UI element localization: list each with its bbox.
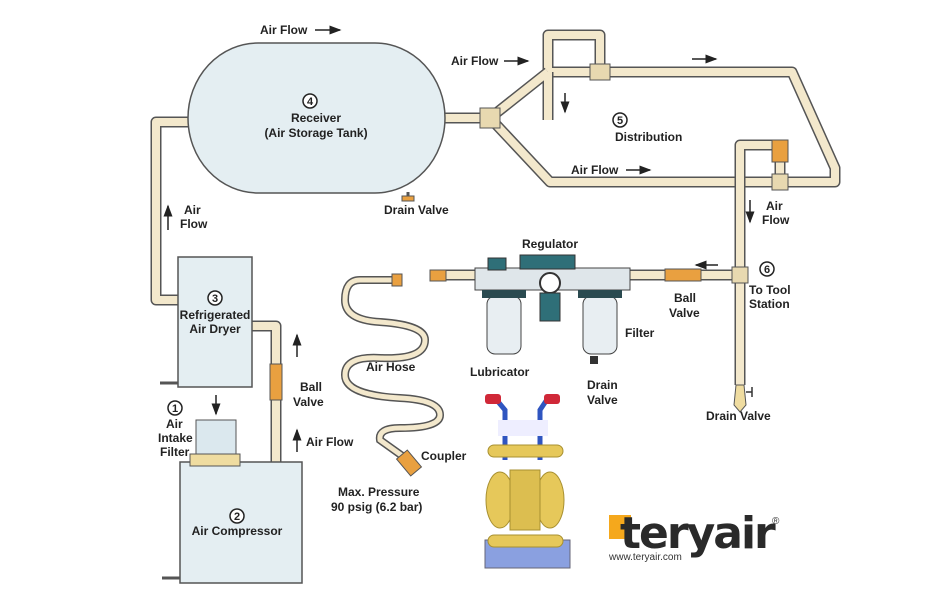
ball-valve-right-2-label: Valve	[669, 306, 700, 320]
receiver-2-label: (Air Storage Tank)	[264, 126, 367, 140]
air-flow-top-label: Air Flow	[260, 23, 308, 37]
dryer-1-label: Refrigerated	[180, 308, 251, 322]
pipe-fittings	[479, 63, 789, 284]
regulator-label: Regulator	[522, 237, 578, 251]
intake-num-label: 1	[172, 403, 178, 415]
flow-arrows	[163, 25, 755, 452]
air-intake-filter	[195, 419, 237, 457]
intake-2-label: Intake	[158, 431, 193, 445]
ball-valve-right-1-label: Ball	[674, 291, 696, 305]
diaphragm-pump-image	[484, 394, 571, 569]
brand-label: teryair	[620, 508, 776, 559]
ball-valve-left-2-label: Valve	[293, 395, 324, 409]
max-pressure-2-label: 90 psig (6.2 bar)	[331, 500, 422, 514]
reg-label: ®	[772, 516, 780, 527]
lubricator-label: Lubricator	[470, 365, 530, 379]
air-flow-compressor-label: Air Flow	[306, 435, 354, 449]
air-flow-dist-top-label: Air Flow	[451, 54, 499, 68]
receiver-drain-label: Drain Valve	[384, 203, 449, 217]
ball-valve-right-icon	[664, 268, 702, 282]
labels: Air Flow Air Flow Air Flow Air Flow Air …	[158, 23, 791, 538]
drain-valve-icon	[733, 384, 747, 413]
filter-drain-1-label: Drain	[587, 378, 618, 392]
teryair-logo: teryair ® www.teryair.com	[608, 508, 780, 563]
compressor-label: Air Compressor	[192, 524, 283, 538]
receiver-1-label: Receiver	[291, 111, 341, 125]
tool-1-label: To Tool	[749, 283, 791, 297]
air-flow-dist-bottom-label: Air Flow	[571, 163, 619, 177]
intake-1-label: Air	[166, 417, 183, 431]
ball-valve-left-icon	[269, 363, 283, 401]
air-dryer-box	[177, 256, 253, 388]
coupler-icon	[395, 449, 423, 477]
tool-num-label: 6	[764, 264, 770, 276]
intake-3-label: Filter	[160, 445, 190, 459]
filter-label: Filter	[625, 326, 655, 340]
coupler-label: Coupler	[421, 449, 467, 463]
frl-unit	[429, 254, 702, 364]
filter-drain-2-label: Valve	[587, 393, 618, 407]
tool-drain-label: Drain Valve	[706, 409, 771, 423]
receiver-tank	[187, 42, 446, 194]
air-flow-left-2-label: Flow	[180, 217, 208, 231]
dryer-num-label: 3	[212, 293, 218, 305]
distribution-label: Distribution	[615, 130, 682, 144]
max-pressure-1-label: Max. Pressure	[338, 485, 420, 499]
tool-2-label: Station	[749, 297, 790, 311]
air-hose	[340, 273, 445, 477]
air-flow-left-1-label: Air	[184, 203, 201, 217]
distribution-num-label: 5	[617, 115, 623, 127]
ball-valve-left-1-label: Ball	[300, 380, 322, 394]
compressor-num-label: 2	[234, 511, 240, 523]
url-label: www.teryair.com	[608, 552, 682, 563]
pressure-gauge-icon	[539, 272, 561, 294]
air-flow-right-2-label: Flow	[762, 213, 790, 227]
air-flow-right-1-label: Air	[766, 199, 783, 213]
air-hose-label: Air Hose	[366, 360, 416, 374]
dryer-2-label: Air Dryer	[189, 322, 241, 336]
receiver-num-label: 4	[307, 96, 314, 108]
step-number-circles	[167, 93, 775, 524]
